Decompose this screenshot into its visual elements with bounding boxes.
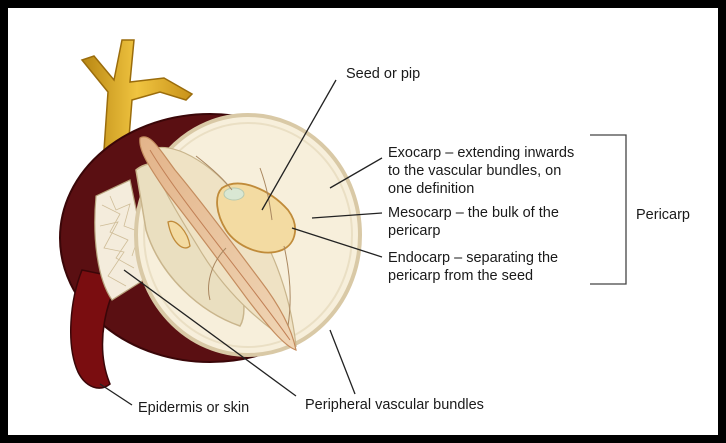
vascular-pointer-2 — [330, 330, 355, 394]
label-endocarp-line-2: pericarp from the seed — [388, 268, 533, 284]
label-mesocarp-line-1: Mesocarp – the bulk of the — [388, 205, 559, 221]
label-seed: Seed or pip — [346, 66, 420, 82]
label-vascular-bundles: Peripheral vascular bundles — [305, 397, 484, 413]
seed-embryo — [224, 188, 244, 200]
label-exocarp-line-2: to the vascular bundles, on — [388, 163, 561, 179]
label-epidermis: Epidermis or skin — [138, 400, 249, 416]
epidermis-pointer — [100, 384, 132, 405]
label-exocarp-line-1: Exocarp – extending inwards — [388, 145, 574, 161]
label-mesocarp-line-2: pericarp — [388, 223, 440, 239]
pericarp-bracket — [590, 135, 626, 284]
label-endocarp-line-1: Endocarp – separating the — [388, 250, 558, 266]
label-pericarp: Pericarp — [636, 207, 690, 223]
label-exocarp-line-3: one definition — [388, 181, 474, 197]
